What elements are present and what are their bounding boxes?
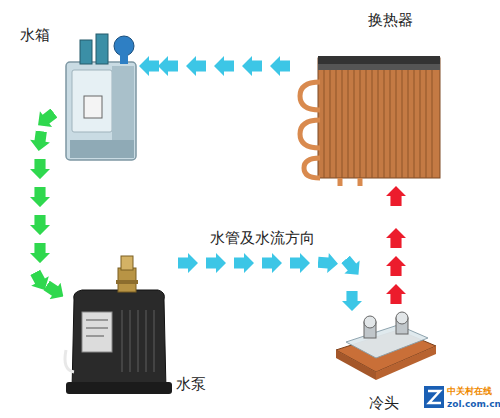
watermark-text: 中关村在线 bbox=[447, 386, 492, 397]
tank-picture bbox=[66, 34, 136, 160]
heat-exchanger-node: 换热器 bbox=[296, 55, 444, 187]
flow-label: 水管及水流方向 bbox=[210, 229, 315, 247]
watermark-url: zol.com.cn bbox=[447, 399, 500, 410]
flow-arrows bbox=[40, 119, 62, 291]
flow-arrows bbox=[396, 196, 397, 310]
component-label: 冷头 bbox=[369, 394, 399, 412]
component-label: 水箱 bbox=[20, 26, 50, 44]
watermark-logo bbox=[424, 386, 444, 408]
flow-arrows bbox=[149, 66, 296, 67]
tank-node: 水箱 bbox=[62, 30, 140, 165]
water-block-node: 冷头 bbox=[326, 310, 442, 414]
water-block-picture bbox=[336, 312, 436, 380]
pump-picture bbox=[65, 256, 172, 394]
radiator-picture bbox=[300, 56, 440, 186]
flow-arrows bbox=[172, 263, 352, 301]
pump-node: 水泵 bbox=[64, 255, 172, 397]
component-label: 换热器 bbox=[368, 11, 413, 29]
component-label: 水泵 bbox=[176, 375, 206, 393]
